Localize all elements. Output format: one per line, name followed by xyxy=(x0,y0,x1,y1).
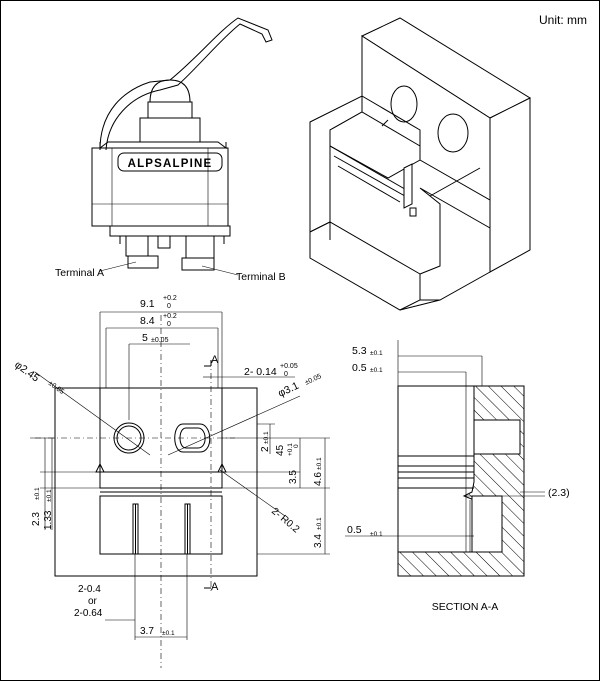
dim-45: 45 xyxy=(275,444,286,456)
switch-side-view: ALPSALPINE Terminal A Terminal B xyxy=(55,17,286,283)
dim-4-6: 4.6 xyxy=(313,472,324,486)
hole-31 xyxy=(174,423,211,453)
svg-text:±0.1: ±0.1 xyxy=(162,630,175,637)
section-a-a-view: 5.3 ±0.1 0.5 ±0.1 (2.3) 0.5 ±0.1 SECTION… xyxy=(345,340,570,613)
svg-text:0: 0 xyxy=(284,371,288,378)
dim-r02: 2- R0.2 xyxy=(269,506,302,536)
dim-d31: φ3.1 xyxy=(276,380,301,400)
hole-small xyxy=(390,85,418,123)
dim-3-5: 3.5 xyxy=(288,470,299,484)
terminal-a-label: Terminal A xyxy=(55,267,104,279)
plunger-housing xyxy=(139,117,201,143)
dim-3-7: 3.7 xyxy=(140,626,154,637)
svg-text:0: 0 xyxy=(167,321,171,328)
brand-label: ALPSALPINE xyxy=(128,158,213,170)
lever xyxy=(99,17,273,151)
svg-text:±0.1: ±0.1 xyxy=(316,457,323,470)
svg-text:+0.05: +0.05 xyxy=(280,363,298,370)
plunger-dome xyxy=(149,79,191,103)
front-dimension-view: A A 9.1 +0.2 0 8.4 +0.2 0 5 ±0.05 2- 0.1… xyxy=(12,295,330,668)
dim-0-5-bottom: 0.5 xyxy=(347,524,362,536)
dim-3-4: 3.4 xyxy=(313,534,324,548)
dim-1-33: 1.33 xyxy=(43,510,54,530)
terminal-b-shape xyxy=(185,235,215,259)
unit-label: Unit: mm xyxy=(539,13,587,27)
svg-text:+0.2: +0.2 xyxy=(163,313,177,320)
isometric-housing-view xyxy=(309,17,532,311)
plunger-neck xyxy=(147,101,193,119)
section-mark-bottom: A xyxy=(211,581,219,593)
svg-text:0: 0 xyxy=(167,303,171,310)
svg-text:±0.1: ±0.1 xyxy=(34,487,41,500)
dim-5: 5 xyxy=(142,332,148,344)
dim-or: or xyxy=(88,596,98,607)
section-label: SECTION A-A xyxy=(432,601,499,613)
terminal-b-label: Terminal B xyxy=(236,271,286,283)
svg-text:±0.1: ±0.1 xyxy=(370,367,383,374)
svg-text:+0.2: +0.2 xyxy=(163,295,177,302)
svg-text:±0.05: ±0.05 xyxy=(47,380,65,396)
dim-2: 2 xyxy=(260,446,271,452)
dim-2-3: 2.3 xyxy=(31,512,42,526)
section-hatch xyxy=(397,385,525,577)
svg-text:±0.1: ±0.1 xyxy=(316,517,323,530)
svg-text:±0.1: ±0.1 xyxy=(46,489,53,502)
dim-terminal-064: 2-0.64 xyxy=(74,608,103,619)
dim-9-1: 9.1 xyxy=(140,298,155,310)
terminal-a-shape xyxy=(125,235,149,257)
section-mark-top: A xyxy=(211,354,219,366)
svg-text:±0.1: ±0.1 xyxy=(370,350,383,357)
svg-text:0: 0 xyxy=(293,444,300,448)
dim-d245: φ2.45 xyxy=(12,359,41,385)
dim-2-3-ref: (2.3) xyxy=(548,487,570,499)
dim-hole-small: 2- 0.14 xyxy=(244,366,277,378)
dim-terminal-04: 2-0.4 xyxy=(78,584,101,595)
front-outline xyxy=(54,387,258,577)
svg-text:+0.1: +0.1 xyxy=(287,443,294,456)
brand-plate xyxy=(117,152,223,172)
dim-5-3: 5.3 xyxy=(352,345,367,357)
svg-text:±0.05: ±0.05 xyxy=(151,337,169,344)
svg-text:±0.1: ±0.1 xyxy=(370,531,383,538)
dim-0-5-top: 0.5 xyxy=(352,362,367,374)
svg-text:±0.1: ±0.1 xyxy=(263,431,270,444)
dim-8-4: 8.4 xyxy=(140,315,155,327)
hole-large xyxy=(437,113,469,153)
svg-text:±0.05: ±0.05 xyxy=(304,373,323,387)
